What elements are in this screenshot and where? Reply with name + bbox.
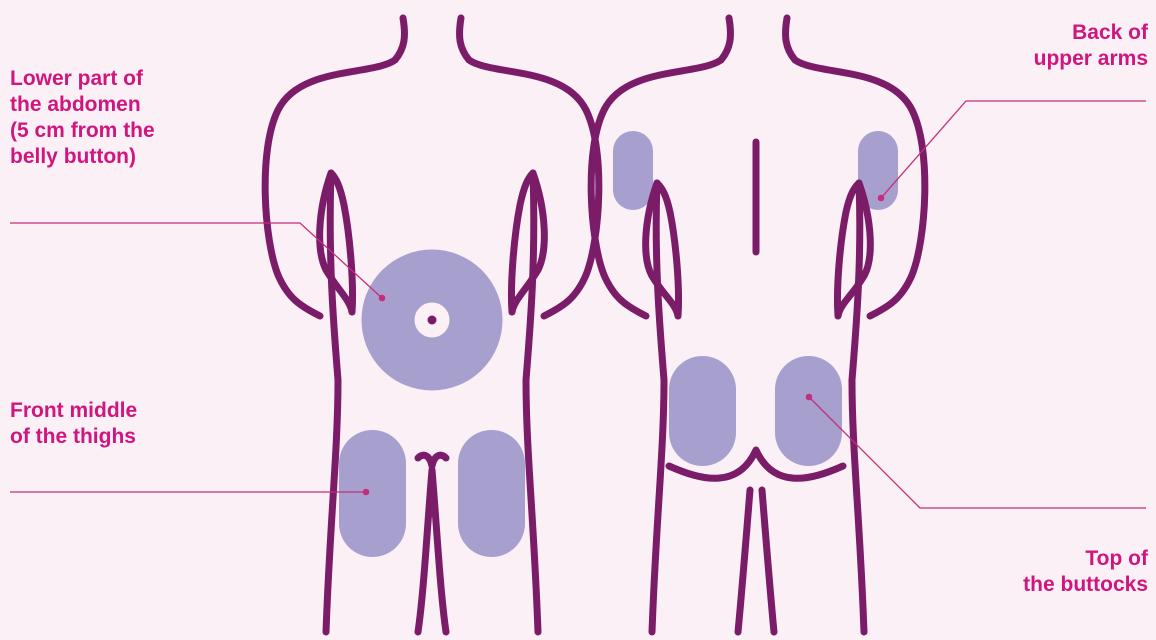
front-inner-right-leg xyxy=(432,470,446,632)
back-inner-right-leg xyxy=(762,490,774,632)
back-inner-left-leg xyxy=(738,490,750,632)
thighs-leader-dot xyxy=(363,489,370,496)
abdomen-leader-dot xyxy=(379,295,386,302)
navel-dot xyxy=(428,316,437,325)
upper-arms-label: Back of upper arms xyxy=(1034,20,1148,72)
back-right-arm xyxy=(837,183,870,316)
buttocks-label: Top of the buttocks xyxy=(1023,546,1148,598)
back-left-arm xyxy=(646,183,679,316)
right-buttock-zone xyxy=(775,356,842,466)
abdomen-label: Lower part of the abdomen (5 cm from the… xyxy=(10,66,155,170)
back-right-hip-leg xyxy=(852,183,864,632)
front-body-figure xyxy=(265,18,599,632)
right-thigh-zone xyxy=(458,430,525,557)
front-right-hip-leg xyxy=(526,173,538,632)
back-body-outline xyxy=(591,18,925,632)
back-body-figure xyxy=(591,18,925,632)
thighs-label: Front middle of the thighs xyxy=(10,398,137,450)
abdomen-leader-line xyxy=(10,223,382,298)
front-body-outline xyxy=(265,18,599,632)
front-left-arm xyxy=(320,173,353,312)
front-right-arm xyxy=(511,173,544,312)
back-left-hip-leg xyxy=(652,183,664,632)
back-right-torso-line xyxy=(786,18,925,316)
leader-lines xyxy=(10,101,1146,508)
left-buttock-zone xyxy=(669,356,736,466)
buttocks-leader-dot xyxy=(806,394,813,401)
left-thigh-zone xyxy=(339,430,406,557)
front-inner-left-leg xyxy=(418,470,432,632)
front-left-hip-leg xyxy=(326,173,338,632)
upper-arms-leader-dot xyxy=(878,195,885,202)
front-crotch xyxy=(418,455,446,466)
back-left-torso-line xyxy=(591,18,730,316)
left-upper-arm-zone xyxy=(613,131,653,210)
